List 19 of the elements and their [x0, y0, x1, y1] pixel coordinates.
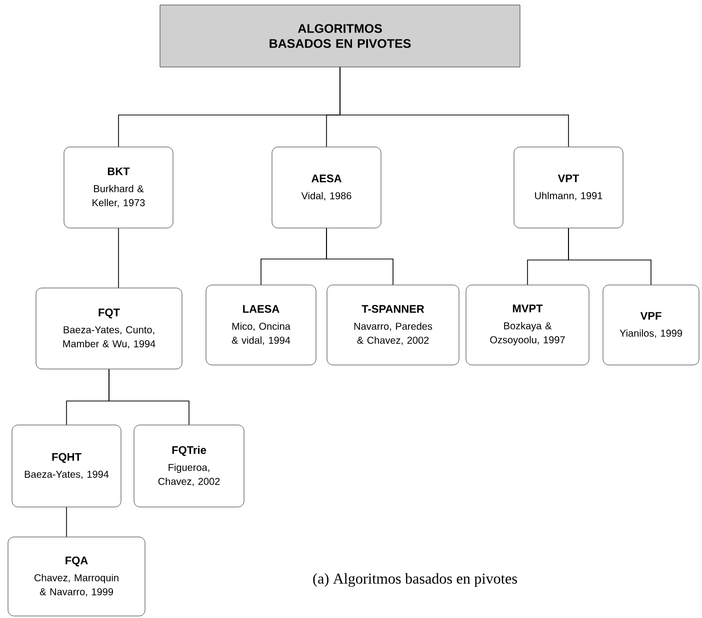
method-box: FQTrie Figueroa, Chavez, 2002 [134, 424, 244, 508]
caption: (a) Algoritmos basados en pivotes [313, 573, 517, 587]
connector [340, 66, 569, 148]
method-box: AESA Vidal, 1986 [272, 146, 382, 228]
connector [326, 228, 394, 286]
title-box: ALGORITMOS BASADOS EN PIVOTES [160, 4, 520, 68]
method-box: BKT Burkhard & Keller, 1973 [64, 146, 174, 228]
method-box: LAESA Mico, Oncina & vidal, 1994 [206, 284, 316, 366]
connector [66, 506, 67, 538]
method-box: MVPT Bozkaya & Ozsoyoolu, 1997 [466, 284, 590, 366]
method-box: FQA Chavez, Marroquin & Navarro, 1999 [8, 536, 146, 616]
connector [118, 228, 119, 288]
method-box: VPT Uhlmann, 1991 [514, 146, 624, 228]
method-box: FQT Baeza-Yates, Cunto, Mamber & Wu, 1994 [36, 288, 182, 370]
method-box: T-SPANNER Navarro, Paredes & Chavez, 2002 [326, 284, 460, 366]
connector [108, 368, 190, 426]
connector [568, 228, 652, 286]
method-box: FQHT Baeza-Yates, 1994 [12, 424, 122, 508]
method-box: VPF Yianilos, 1999 [602, 284, 700, 366]
